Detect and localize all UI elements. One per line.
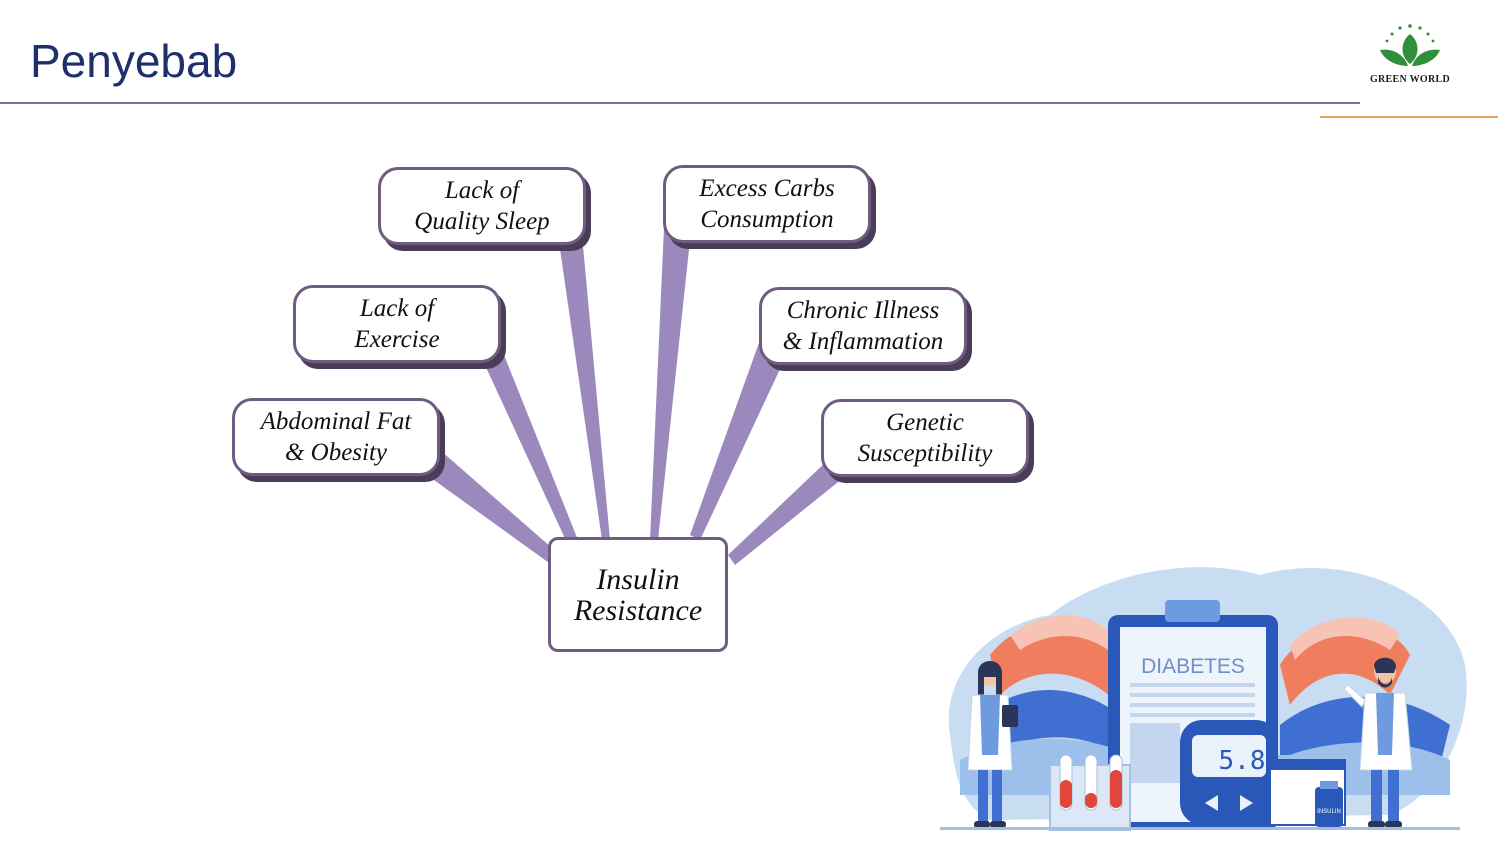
connector-sleep [558,235,610,540]
pink-wave-left [1010,615,1120,660]
cause-node-carbs: Excess Carbs Consumption [663,165,871,243]
cause-node-exercise: Lack of Exercise [293,285,501,363]
ground-line [940,827,1460,830]
green-world-logo: GREEN WORLD [1360,20,1460,90]
board-title: DIABETES [1141,655,1245,678]
test-tube-blood [1085,793,1097,808]
connector-exercise [478,345,578,545]
connector-genetic [728,460,848,565]
meter-reading: 5.8 [1219,746,1266,776]
orange-wave-right [1280,626,1410,705]
clipboard-clip [1165,600,1220,622]
leaf-logo-icon [1380,24,1440,66]
center-label: Insulin Resistance [573,562,703,627]
diabetes-illustration: DIABETES 5.8 INSULIN [940,567,1467,831]
meter-left-arrow-icon [1205,795,1218,811]
accent-divider [1320,116,1498,118]
cause-node-abdominal: Abdominal Fat & Obesity [232,398,440,476]
cause-label-genetic: Genetic Susceptibility [857,409,993,467]
test-tube-blood [1110,770,1122,808]
title-divider [0,102,1360,104]
cause-label-sleep: Lack of Quality Sleep [414,177,550,235]
cause-label-abdominal: Abdominal Fat & Obesity [260,408,412,466]
connector-carbs [650,228,690,540]
cause-node-genetic: Genetic Susceptibility [821,399,1029,477]
insulin-bottle [1315,787,1343,827]
connector-abdominal [420,450,560,565]
cause-label-carbs: Excess Carbs Consumption [699,175,835,233]
meter-screen [1192,735,1266,777]
connector-chronic [690,340,788,540]
female-doctor [967,661,1018,828]
cause-node-sleep: Lack of Quality Sleep [378,167,586,245]
cause-node-chronic: Chronic Illness & Inflammation [759,287,967,365]
center-node-insulin-resistance: Insulin Resistance [548,537,728,652]
logo-text: GREEN WORLD [1369,74,1451,85]
bottle-label: INSULIN [1317,809,1341,815]
pink-wave-right [1290,617,1400,660]
male-doctor [1343,657,1413,828]
cause-label-exercise: Lack of Exercise [354,295,440,353]
cause-label-chronic: Chronic Illness & Inflammation [782,297,944,355]
page-title: Penyebab [30,35,238,87]
test-tube-blood [1060,780,1072,808]
meter-right-arrow-icon [1240,795,1253,811]
